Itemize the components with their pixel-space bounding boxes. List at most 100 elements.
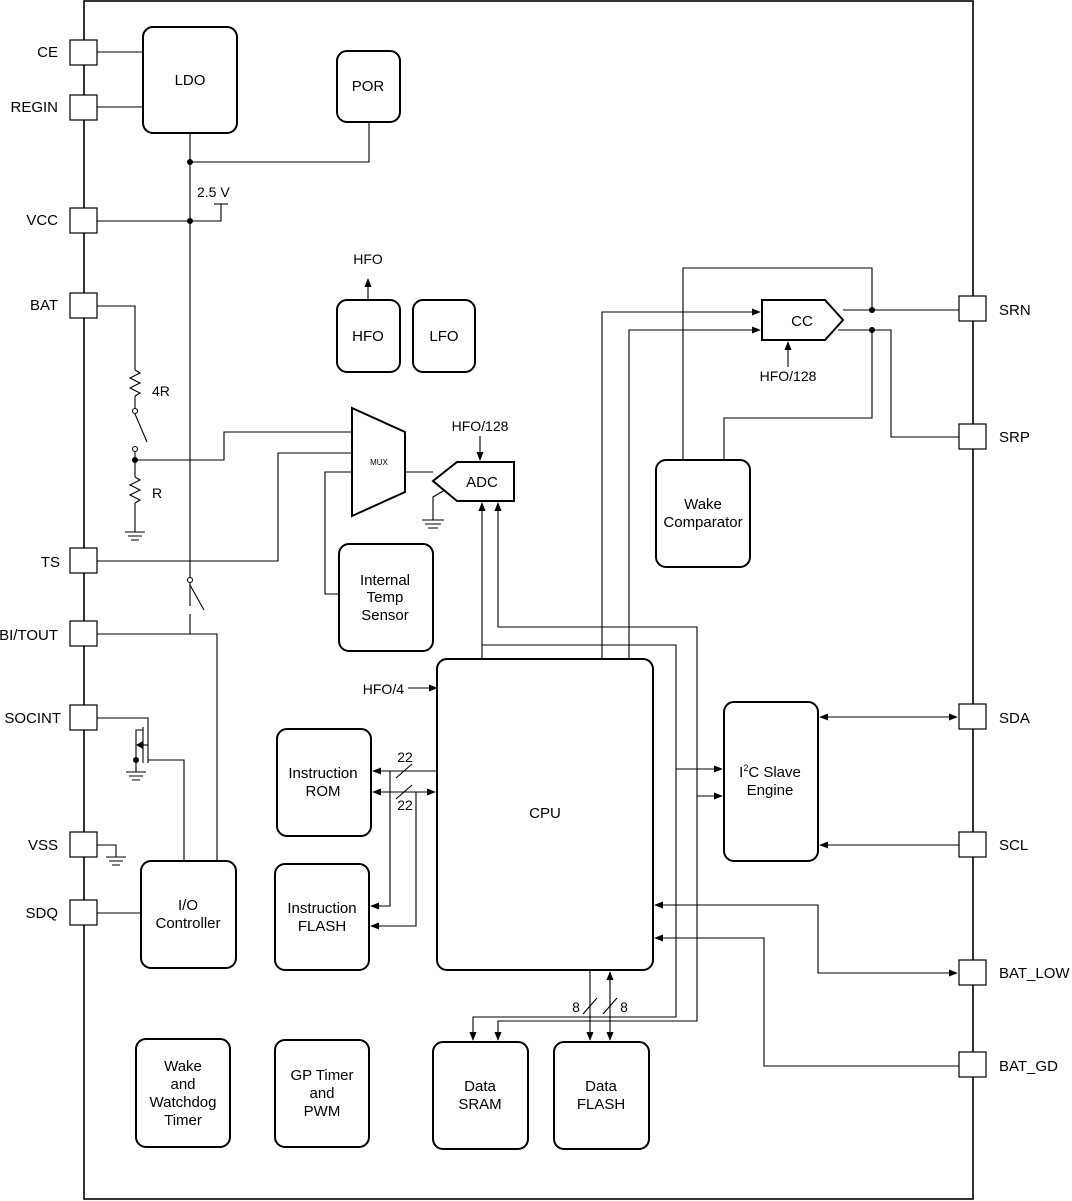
svg-text:LFO: LFO — [429, 328, 458, 345]
svg-text:POR: POR — [352, 78, 385, 95]
pin-label-socint: SOCINT — [4, 710, 61, 727]
vss-ground — [97, 844, 126, 866]
switch-contact — [186, 576, 194, 584]
pin-label-scl: SCL — [999, 837, 1028, 854]
i2c-wiring — [654, 713, 959, 1067]
svg-text:and: and — [309, 1085, 334, 1102]
gp-timer-block: GP Timer and PWM — [274, 1039, 370, 1148]
svg-text:I/O: I/O — [178, 897, 198, 914]
power-wiring: 2.5 V — [97, 51, 370, 861]
i2c-engine-block: I2C Slave Engine — [723, 701, 819, 862]
mux-block: MUX — [351, 406, 406, 518]
svg-text:Wake: Wake — [684, 496, 722, 513]
pin-label-bat-low: BAT_LOW — [999, 965, 1070, 982]
pin-regin: REGIN — [10, 94, 98, 121]
pin-sda: SDA — [958, 703, 1030, 730]
por-block: POR — [336, 50, 401, 123]
wake-watchdog-block: Wake and Watchdog Timer — [135, 1038, 231, 1148]
svg-text:Engine: Engine — [747, 782, 794, 799]
i2c-superscript: 2 — [743, 763, 748, 773]
pin-sdq: SDQ — [25, 899, 98, 926]
svg-text:Instruction: Instruction — [287, 900, 356, 917]
svg-text:I2C Slave: I2C Slave — [739, 763, 801, 781]
svg-text:GP Timer: GP Timer — [290, 1067, 353, 1084]
i2c-prefix: I — [739, 764, 743, 781]
adc-block: ADC HFO/128 — [422, 418, 515, 529]
pin-label-srn: SRN — [999, 302, 1031, 319]
pin-srn: SRN — [958, 295, 1031, 322]
label-hfo128-cc: HFO/128 — [760, 368, 817, 384]
sense-wiring — [601, 267, 959, 658]
label-4r: 4R — [152, 383, 170, 399]
label-2v5: 2.5 V — [197, 184, 230, 200]
socint-transistor — [97, 717, 185, 861]
svg-text:ROM: ROM — [306, 783, 341, 800]
pin-socint: SOCINT — [4, 704, 98, 731]
pin-vcc: VCC — [26, 207, 98, 234]
svg-text:Controller: Controller — [155, 915, 220, 932]
svg-text:and: and — [170, 1076, 195, 1093]
pin-label-srp: SRP — [999, 429, 1030, 446]
svg-text:HFO: HFO — [352, 328, 384, 345]
svg-text:Wake: Wake — [164, 1058, 202, 1075]
mux-inputs — [97, 452, 352, 595]
svg-text:Data: Data — [585, 1078, 617, 1095]
pin-vss: VSS — [28, 831, 98, 858]
pin-label-bat: BAT — [30, 297, 58, 314]
instruction-flash-block: Instruction FLASH — [274, 863, 370, 971]
pin-label-ce: CE — [37, 44, 58, 61]
pin-label-ts: TS — [41, 554, 60, 571]
adc-bus-wiring — [469, 502, 698, 1041]
pin-bi-tout: BI/TOUT — [0, 620, 98, 647]
svg-text:CPU: CPU — [529, 805, 561, 822]
pin-bat-gd: BAT_GD — [958, 1051, 1058, 1078]
label-hfo128-adc: HFO/128 — [452, 418, 509, 434]
cpu-block: CPU HFO/4 — [363, 658, 654, 971]
svg-text:ADC: ADC — [466, 474, 498, 491]
svg-text:FLASH: FLASH — [298, 918, 346, 935]
data-flash-block: Data FLASH — [553, 1041, 650, 1150]
io-controller-block: I/O Controller — [140, 860, 237, 969]
label-bus-flash: 22 — [397, 797, 413, 813]
instruction-rom-block: Instruction ROM — [276, 728, 372, 837]
svg-text:Data: Data — [464, 1078, 496, 1095]
temp-sensor-block: Internal Temp Sensor — [338, 543, 434, 652]
pin-label-bi-tout: BI/TOUT — [0, 627, 58, 644]
svg-text:CC: CC — [791, 313, 813, 330]
svg-text:Sensor: Sensor — [361, 607, 409, 624]
label-hfo4: HFO/4 — [363, 681, 404, 697]
label-hfo-output: HFO — [353, 251, 383, 267]
svg-text:MUX: MUX — [370, 458, 388, 467]
pin-ts: TS — [41, 547, 98, 574]
instruction-bus-wiring: 22 22 — [370, 749, 437, 930]
svg-text:LDO: LDO — [175, 72, 206, 89]
svg-text:Watchdog: Watchdog — [150, 1094, 217, 1111]
label-bus-sram: 8 — [572, 999, 580, 1015]
pin-srp: SRP — [958, 423, 1030, 450]
svg-text:Timer: Timer — [164, 1112, 202, 1129]
i2c-label: C Slave — [748, 764, 801, 781]
pin-bat-low: BAT_LOW — [958, 959, 1070, 986]
pin-scl: SCL — [958, 831, 1028, 858]
pin-label-vss: VSS — [28, 837, 58, 854]
label-r: R — [152, 485, 162, 501]
pin-bat: BAT — [30, 292, 98, 319]
pin-label-bat-gd: BAT_GD — [999, 1058, 1058, 1075]
svg-text:Temp: Temp — [367, 589, 404, 606]
bat-divider: 4R R — [97, 305, 352, 541]
pin-label-sdq: SDQ — [25, 905, 58, 922]
hfo-block: HFO HFO — [336, 251, 401, 373]
data-bus-wiring: 8 8 — [572, 970, 628, 1041]
pin-ce: CE — [37, 39, 98, 66]
cc-block: CC HFO/128 — [760, 299, 845, 384]
pin-label-sda: SDA — [999, 710, 1030, 727]
svg-text:FLASH: FLASH — [577, 1096, 625, 1113]
svg-text:Comparator: Comparator — [663, 514, 742, 531]
pin-label-regin: REGIN — [10, 99, 58, 116]
lfo-block: LFO — [412, 299, 476, 373]
data-sram-block: Data SRAM — [432, 1041, 529, 1150]
svg-text:SRAM: SRAM — [458, 1096, 501, 1113]
label-bus-rom: 22 — [397, 749, 413, 765]
svg-text:PWM: PWM — [304, 1103, 341, 1120]
